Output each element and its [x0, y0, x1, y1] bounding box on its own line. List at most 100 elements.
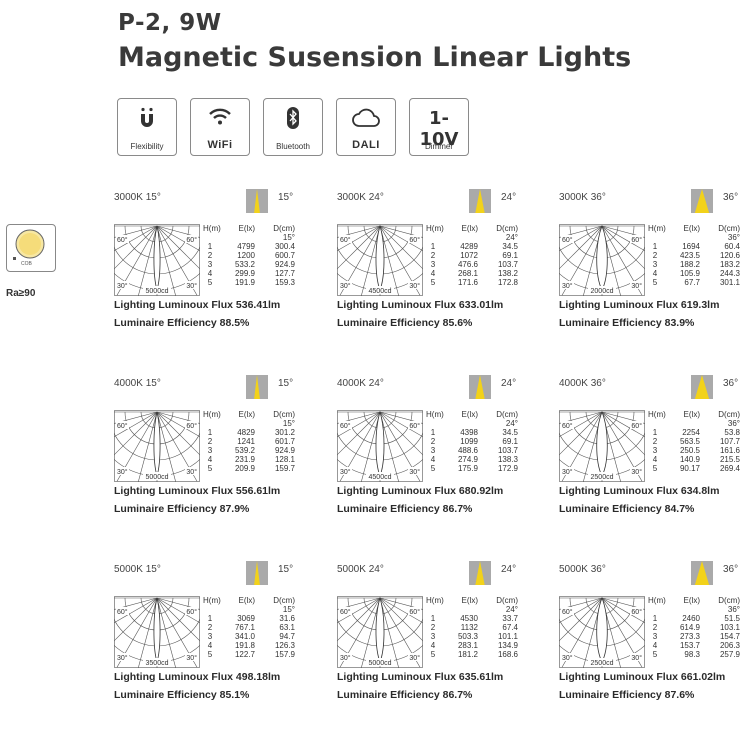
height-cell: 5 — [430, 464, 436, 473]
diameter-cell: 120.6 — [719, 251, 740, 260]
table-row: 1 4530 33.7 — [426, 614, 518, 623]
luminous-flux: Lighting Luminoux Flux 635.61lm — [337, 671, 504, 683]
table-row: 1 1694 60.4 — [648, 242, 740, 251]
polar-angle-label: 30° — [409, 468, 420, 476]
header-e: E(lx) — [238, 596, 255, 605]
diameter-cell: 34.5 — [502, 428, 518, 437]
candela-scale-label: 3500cd — [146, 660, 169, 667]
table-header: H(m) E(lx) D(cm) — [426, 410, 518, 419]
table-row: 1 4289 34.5 — [426, 242, 518, 251]
table-row: 3 273.3 154.7 — [648, 632, 740, 641]
diameter-cell: 159.7 — [274, 464, 295, 473]
diameter-cell: 53.8 — [724, 428, 740, 437]
table-row: 1 4398 34.5 — [426, 428, 518, 437]
polar-angle-label: 30° — [186, 468, 197, 476]
luminaire-efficiency: Luminaire Efficiency 88.5% — [114, 317, 250, 329]
header-e: E(lx) — [683, 596, 700, 605]
header-h: H(m) — [648, 596, 666, 605]
table-angle-row: 15° — [203, 605, 295, 614]
diameter-cell: 161.6 — [719, 446, 740, 455]
diameter-cell: 51.5 — [724, 614, 740, 623]
diameter-cell: 101.1 — [497, 632, 518, 641]
candela-scale-label: 5000cd — [146, 288, 169, 295]
illuminance-cell: 140.9 — [679, 455, 700, 464]
header-d: D(cm) — [496, 224, 518, 233]
table-row: 2 767.1 63.1 — [203, 623, 295, 632]
height-cell: 2 — [430, 251, 436, 260]
diameter-cell: 94.7 — [279, 632, 295, 641]
beam-cone-icon — [475, 561, 485, 585]
height-cell: 5 — [207, 278, 213, 287]
height-cell: 5 — [652, 278, 658, 287]
diameter-cell: 183.2 — [719, 260, 740, 269]
table-header: H(m) E(lx) D(cm) — [203, 596, 295, 605]
diameter-cell: 924.9 — [274, 446, 295, 455]
photometric-panel: 5000K 36° 36° H(m) E(lx) D(cm) 36° 1 246… — [559, 561, 749, 734]
height-cell: 3 — [207, 632, 213, 641]
feature-label: Flexibility — [130, 142, 164, 151]
photometric-panel: 4000K 24° 24° H(m) E(lx) D(cm) 24° 1 439… — [337, 375, 527, 548]
polar-light-distribution-chart: 60°60°30°30°5000cd — [114, 410, 200, 482]
diameter-cell: 172.9 — [497, 464, 518, 473]
polar-angle-label: 60° — [186, 236, 197, 244]
beam-angle-label: 36° — [723, 192, 739, 203]
polar-angle-label: 30° — [117, 468, 128, 476]
height-cell: 5 — [430, 650, 436, 659]
illuminance-cell: 273.3 — [679, 632, 700, 641]
header-e: E(lx) — [238, 410, 255, 419]
diameter-cell: 103.1 — [719, 623, 740, 632]
luminaire-efficiency: Luminaire Efficiency 84.7% — [559, 503, 695, 515]
height-cell: 5 — [430, 278, 436, 287]
beam-angle-label: 24° — [501, 564, 517, 575]
table-row: 3 533.2 924.9 — [203, 260, 295, 269]
polar-angle-label: 60° — [409, 422, 420, 430]
table-header: H(m) E(lx) D(cm) — [426, 224, 518, 233]
header-e: E(lx) — [238, 224, 255, 233]
illuminance-cell: 3069 — [237, 614, 255, 623]
illuminance-cell: 476.6 — [457, 260, 478, 269]
header-h: H(m) — [426, 596, 444, 605]
beam-swatch — [691, 561, 713, 585]
table-row: 3 250.5 161.6 — [648, 446, 740, 455]
luminous-flux: Lighting Luminoux Flux 556.61lm — [114, 485, 281, 497]
height-cell: 3 — [207, 446, 213, 455]
beam-angle-label: 24° — [501, 192, 517, 203]
beam-swatch — [469, 561, 491, 585]
diameter-cell: 60.4 — [724, 242, 740, 251]
table-row: 2 563.5 107.7 — [648, 437, 740, 446]
height-cell: 1 — [430, 428, 436, 437]
feature-label: Bluetooth — [276, 142, 310, 151]
illuminance-table: H(m) E(lx) D(cm) 36° 1 1694 60.4 2 423.5… — [648, 224, 740, 287]
polar-angle-label: 60° — [186, 608, 197, 616]
height-cell: 5 — [207, 464, 213, 473]
table-row: 5 171.6 172.8 — [426, 278, 518, 287]
diameter-cell: 157.9 — [274, 650, 295, 659]
polar-angle-label: 30° — [631, 468, 642, 476]
header-e: E(lx) — [461, 596, 478, 605]
feature-label: WiFi — [207, 139, 233, 151]
polar-angle-label: 60° — [117, 236, 128, 244]
photometric-panel: 5000K 24° 24° H(m) E(lx) D(cm) 24° 1 453… — [337, 561, 527, 734]
polar-angle-label: 30° — [340, 282, 351, 290]
polar-light-distribution-chart: 60°60°30°30°2500cd — [559, 410, 645, 482]
panel-title: 3000K 15° — [114, 192, 161, 203]
header-e: E(lx) — [683, 410, 700, 419]
height-cell: 2 — [207, 251, 213, 260]
beam-cone-icon — [475, 375, 485, 399]
height-cell: 2 — [652, 437, 658, 446]
beam-lobe — [596, 596, 608, 663]
panel-title: 4000K 24° — [337, 378, 384, 389]
illuminance-cell: 4530 — [460, 614, 478, 623]
illuminance-cell: 67.7 — [684, 278, 700, 287]
table-row: 5 175.9 172.9 — [426, 464, 518, 473]
polar-angle-label: 60° — [117, 608, 128, 616]
polar-light-distribution-chart: 60°60°30°30°5000cd — [337, 596, 423, 668]
height-cell: 5 — [652, 464, 658, 473]
illuminance-cell: 153.7 — [679, 641, 700, 650]
diameter-cell: 134.9 — [497, 641, 518, 650]
photometric-panel: 4000K 15° 15° H(m) E(lx) D(cm) 15° 1 482… — [114, 375, 304, 548]
diameter-cell: 126.3 — [274, 641, 295, 650]
beam-lobe — [153, 225, 161, 292]
beam-swatch — [691, 189, 713, 213]
illuminance-table: H(m) E(lx) D(cm) 36° 1 2460 51.5 2 614.9… — [648, 596, 740, 659]
